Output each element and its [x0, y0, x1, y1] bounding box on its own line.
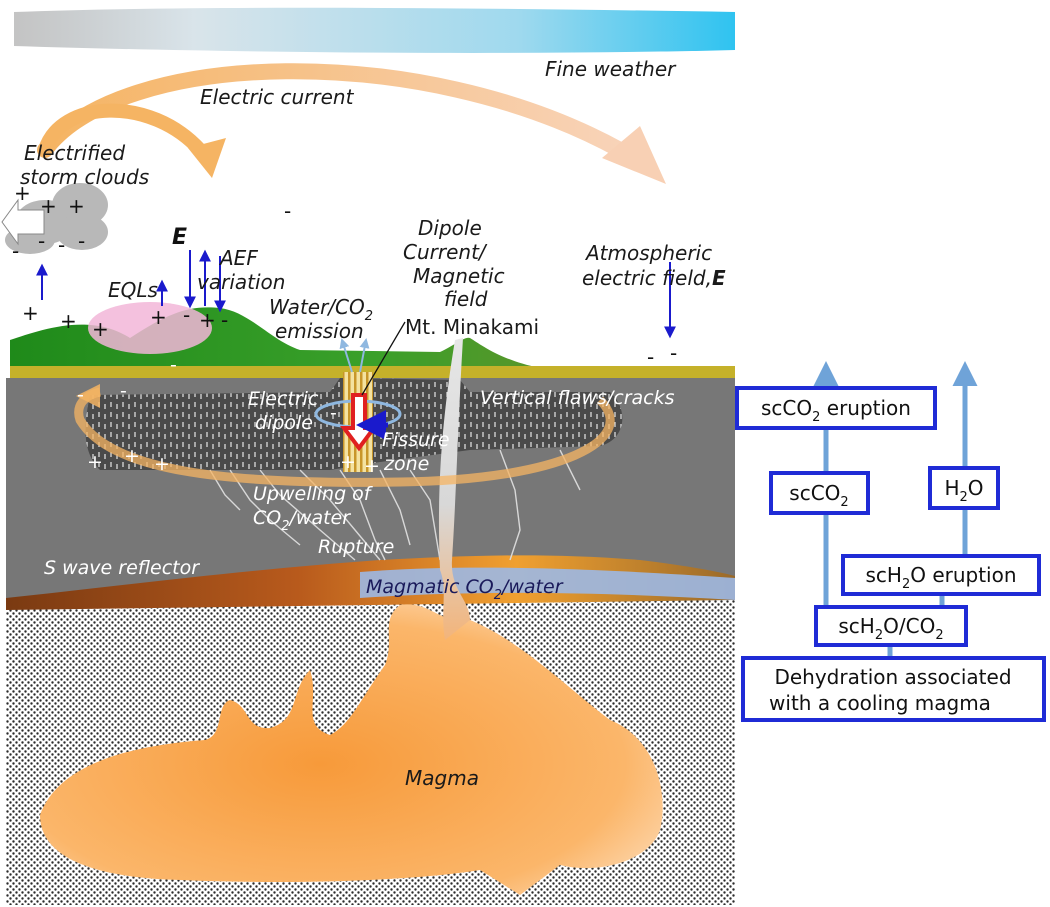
plus-sign: + — [92, 317, 109, 341]
plus-sign: + — [22, 301, 39, 325]
label-fissure-2: zone — [383, 453, 429, 475]
sky-band — [14, 7, 735, 53]
minus-sign: - — [170, 354, 177, 376]
plus-sign: + — [199, 308, 216, 332]
plus-sign: + — [364, 455, 380, 477]
plus-sign: + — [14, 181, 31, 205]
plus-sign: + — [68, 194, 85, 218]
label-eqls: EQLs — [108, 278, 158, 302]
minus-sign: - — [120, 380, 127, 402]
box-sch2o-eruption — [841, 554, 1041, 596]
emission-arrow-left — [339, 338, 353, 373]
label-magmatic: Magmatic CO2/water — [366, 576, 564, 603]
label-electric-current: Electric current — [200, 85, 355, 109]
box-scco2-eruption-text: scCO2 eruption — [761, 396, 911, 425]
label-aef-2: variation — [197, 270, 285, 294]
flow-diagram: scCO2 eruption scCO2 H2O scH2O eruption … — [735, 361, 1046, 722]
emission-arrow-right — [359, 338, 370, 373]
minus-sign: - — [78, 229, 85, 253]
plus-sign: + — [40, 194, 57, 218]
box-scco2 — [769, 471, 870, 515]
label-water-co2: Water/CO2 — [269, 295, 373, 324]
box-scco2-text: scCO2 — [789, 481, 848, 510]
label-dipole-4: field — [444, 287, 488, 311]
minus-sign: - — [647, 345, 654, 369]
cloud-arrow-icon — [1, 198, 45, 246]
return-arc-head — [76, 384, 100, 408]
label-dipole-1: Dipole — [418, 216, 482, 240]
label-s-wave: S wave reflector — [44, 557, 200, 579]
label-electric-dipole-1: Electric — [248, 388, 319, 410]
box-dehydration-text-1: Dehydration associated — [774, 665, 1011, 689]
label-atm-1: Atmospheric — [584, 241, 712, 265]
plus-sign: + — [154, 453, 170, 475]
label-mt-minakami: Mt. Minakami — [405, 315, 539, 339]
plus-sign: + — [150, 305, 167, 329]
minus-sign: - — [330, 402, 337, 424]
minus-sign: - — [670, 341, 677, 365]
volcanic-conduit — [438, 338, 470, 640]
label-storm-clouds-1: Electrified — [24, 141, 125, 165]
label-fissure-1: Fissure — [382, 429, 450, 451]
box-sch2o-co2 — [814, 605, 968, 647]
minus-sign: - — [284, 199, 291, 223]
label-dipole-2: Current/ — [403, 240, 488, 264]
label-upwelling-2: CO2/water — [253, 507, 351, 534]
plus-sign: + — [340, 451, 356, 473]
label-fine-weather: Fine weather — [545, 57, 677, 81]
magma-body — [40, 604, 663, 895]
label-aef-1: AEF — [218, 246, 258, 270]
label-atm-2: electric field,E — [582, 266, 726, 290]
current-arrowhead-right — [602, 126, 666, 184]
label-upwelling-1: Upwelling of — [253, 483, 374, 505]
dipole-leader-line — [361, 321, 406, 396]
box-dehydration-text-2: with a cooling magma — [769, 691, 991, 715]
current-arc-left — [38, 103, 207, 157]
eqls-area — [88, 302, 212, 354]
minus-sign: - — [12, 239, 19, 263]
box-dehydration — [741, 656, 1046, 722]
box-h2o — [928, 466, 1000, 510]
current-arrowhead-left — [188, 138, 226, 178]
minus-sign: - — [77, 384, 84, 406]
box-sch2o-co2-text: scH2O/CO2 — [838, 614, 943, 643]
minus-sign: - — [58, 233, 65, 257]
label-e-symbol: E — [172, 225, 187, 250]
box-scco2-eruption — [735, 386, 937, 430]
label-emission: emission — [275, 319, 364, 343]
label-dipole-3: Magnetic — [413, 264, 505, 288]
label-magma: Magma — [405, 766, 479, 790]
label-electric-dipole-2: dipole — [255, 412, 313, 434]
minus-sign: - — [221, 308, 228, 332]
label-vertical-flaws: Vertical flaws/cracks — [480, 387, 675, 409]
minus-sign: - — [38, 229, 45, 253]
current-return-arc — [74, 387, 615, 487]
plus-sign: + — [124, 445, 140, 467]
label-rupture: Rupture — [318, 536, 394, 558]
label-storm-clouds-2: storm clouds — [20, 165, 149, 189]
storm-cloud — [1, 183, 108, 254]
minus-sign: - — [183, 303, 190, 327]
box-sch2o-eruption-text: scH2O eruption — [865, 563, 1016, 592]
plus-sign: + — [87, 451, 103, 473]
box-h2o-text: H2O — [944, 476, 983, 505]
plus-sign: + — [60, 309, 77, 333]
charge-signs: + + + - - - - - + + + + - + - - - - - - … — [12, 181, 677, 477]
